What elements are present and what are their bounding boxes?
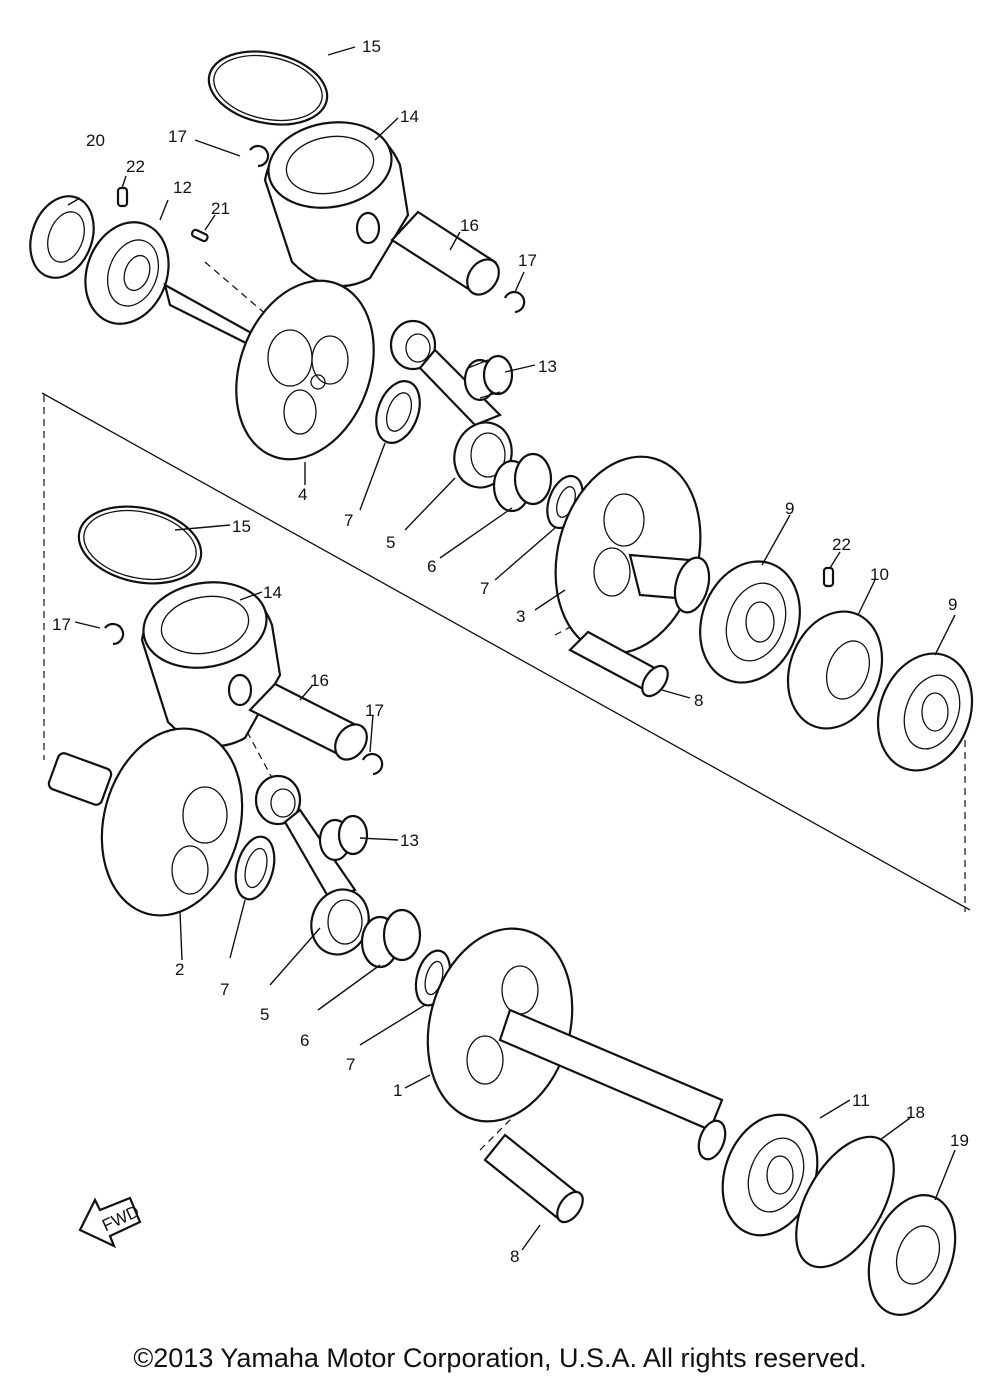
crank-wheel-4 xyxy=(163,279,375,461)
crankshaft-exploded-diagram: FWD xyxy=(29,37,974,1316)
callout-11: 11 xyxy=(852,1091,870,1110)
piston-clip-lower-left xyxy=(104,622,125,646)
callout-14-upper: 14 xyxy=(400,107,419,126)
callout-16-upper: 16 xyxy=(460,216,479,235)
callout-8-lower: 8 xyxy=(510,1247,519,1266)
copyright-notice: ©2013 Yamaha Motor Corporation, U.S.A. A… xyxy=(133,1343,867,1373)
callout-7-lower-b: 7 xyxy=(346,1055,355,1074)
callout-7-lower-a: 7 xyxy=(220,980,229,999)
callout-17-upper-left: 17 xyxy=(168,127,187,146)
callout-5-lower: 5 xyxy=(260,1005,269,1024)
callout-3: 3 xyxy=(516,607,525,626)
callout-7-upper-b: 7 xyxy=(480,579,489,598)
callout-13-upper: 13 xyxy=(538,357,557,376)
piston-pin-lower xyxy=(248,682,368,761)
callout-6-lower: 6 xyxy=(300,1031,309,1050)
callout-8-upper: 8 xyxy=(694,691,703,710)
key-21 xyxy=(190,228,209,243)
callout-19: 19 xyxy=(950,1131,969,1150)
callout-17-lower-right: 17 xyxy=(365,701,384,720)
oil-seal-left xyxy=(29,195,95,279)
crank-pin-8-upper xyxy=(568,630,669,698)
callout-6-upper: 6 xyxy=(427,557,436,576)
callout-12: 12 xyxy=(173,178,192,197)
callout-4: 4 xyxy=(298,485,307,504)
callout-17-lower-left: 17 xyxy=(52,615,71,634)
piston-clip-upper-left xyxy=(249,144,270,168)
labyrinth-seal-10 xyxy=(786,610,884,730)
needle-bearing-13-lower xyxy=(318,814,369,862)
callout-13-lower: 13 xyxy=(400,831,419,850)
leader-lines xyxy=(67,46,956,1251)
needle-bearing-6-lower xyxy=(360,908,422,969)
bearing-9-a xyxy=(699,560,801,684)
oil-seal-19 xyxy=(867,1194,957,1316)
callout-18: 18 xyxy=(906,1103,925,1122)
callout-16-lower: 16 xyxy=(310,671,329,690)
callout-numbers: 15 14 17 20 22 12 21 16 17 13 4 7 5 6 7 … xyxy=(52,37,969,1266)
pin-22-upper xyxy=(116,186,129,208)
crank-pin-8-lower xyxy=(483,1133,584,1224)
pin-22-lower xyxy=(822,566,835,588)
crank-wheel-3 xyxy=(554,455,711,655)
callout-14-lower: 14 xyxy=(263,583,282,602)
callout-15-lower: 15 xyxy=(232,517,251,536)
piston-clip-upper-right xyxy=(503,290,526,314)
washer-7-lower-a xyxy=(234,835,276,901)
callout-22-lower: 22 xyxy=(832,535,851,554)
piston-lower xyxy=(140,581,282,748)
callout-20: 20 xyxy=(86,131,105,150)
callout-2: 2 xyxy=(175,960,184,979)
piston-ring-lower xyxy=(77,505,203,585)
callout-21: 21 xyxy=(211,199,230,218)
needle-bearing-6-upper xyxy=(492,452,553,513)
crank-wheel-2 xyxy=(47,727,244,917)
callout-10: 10 xyxy=(870,565,889,584)
callout-9-lower: 9 xyxy=(948,595,957,614)
callout-7-upper-a: 7 xyxy=(344,511,353,530)
callout-9-upper: 9 xyxy=(785,499,794,518)
callout-17-upper-right: 17 xyxy=(518,251,537,270)
callout-15-upper: 15 xyxy=(362,37,381,56)
crank-wheel-1 xyxy=(426,927,727,1161)
piston-ring-upper xyxy=(207,50,329,126)
washer-7-upper-a xyxy=(375,380,421,444)
fwd-arrow-icon: FWD xyxy=(78,1196,142,1249)
needle-bearing-13-upper xyxy=(463,354,514,402)
callout-1: 1 xyxy=(393,1081,402,1100)
piston-upper xyxy=(263,121,410,288)
piston-pin-upper xyxy=(390,210,500,296)
piston-clip-lower-right xyxy=(361,752,384,776)
callout-22-upper: 22 xyxy=(126,157,145,176)
callout-5-upper: 5 xyxy=(386,533,395,552)
bearing-9-b xyxy=(876,652,974,772)
con-rod-lower xyxy=(254,774,370,956)
